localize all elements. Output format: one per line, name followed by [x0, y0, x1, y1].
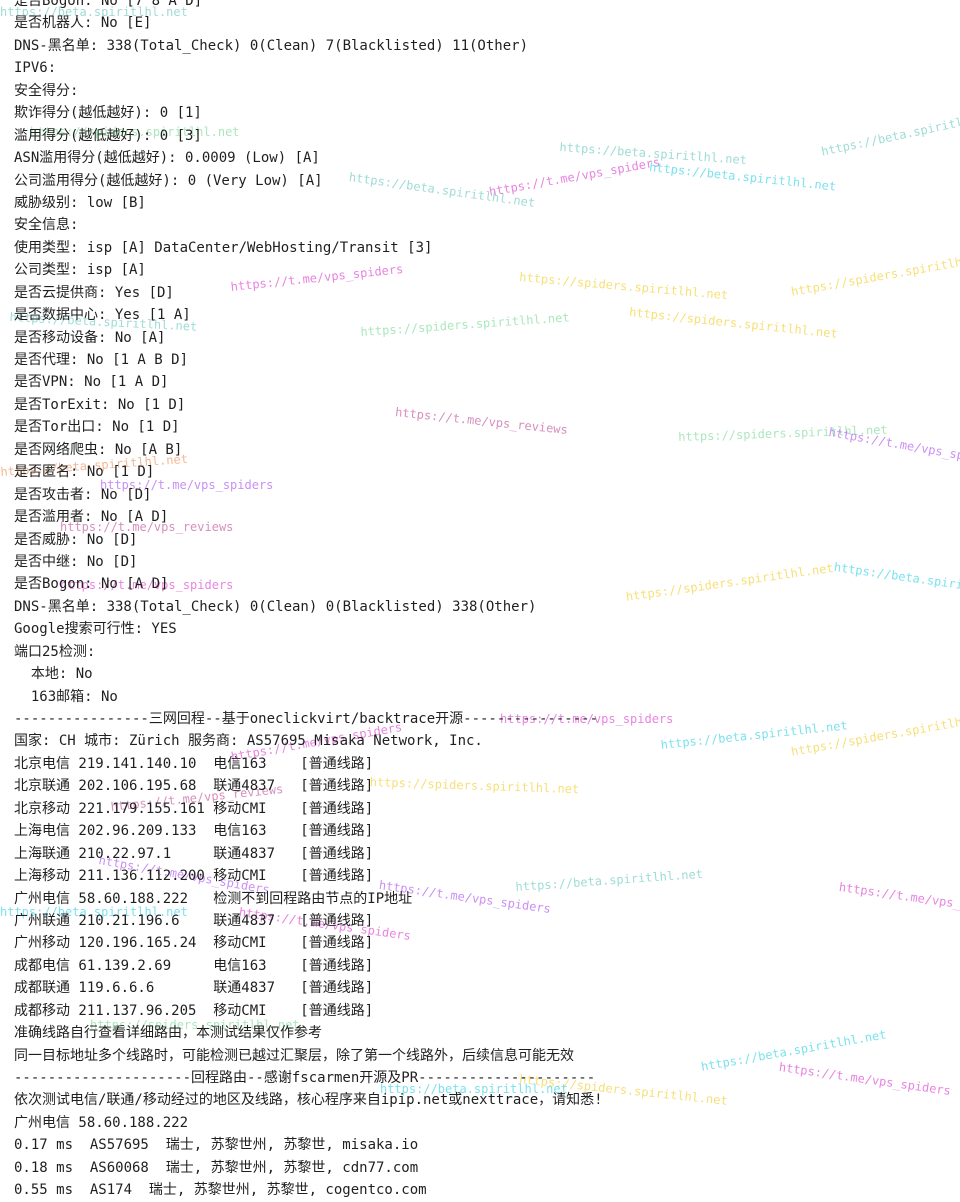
terminal-line: 广州电信 58.60.188.222 检测不到回程路由节点的IP地址	[14, 890, 413, 907]
terminal-line: 0.17 ms AS57695 瑞士, 苏黎世州, 苏黎世, misaka.io	[14, 1137, 419, 1154]
terminal-line: 是否数据中心: Yes [1 A]	[14, 307, 191, 324]
terminal-line: IPV6:	[14, 60, 57, 77]
terminal-line: DNS-黑名单: 338(Total_Check) 0(Clean) 0(Bla…	[14, 598, 537, 615]
terminal-line: 安全得分:	[14, 82, 79, 99]
terminal-line: DNS-黑名单: 338(Total_Check) 0(Clean) 7(Bla…	[14, 37, 529, 54]
terminal-line: 广州移动 120.196.165.24 移动CMI [普通线路]	[14, 935, 374, 952]
terminal-line: 北京电信 219.141.140.10 电信163 [普通线路]	[14, 755, 374, 772]
terminal-line: 是否中继: No [D]	[14, 553, 138, 570]
terminal-output[interactable]: 是否Bogon: No [7 8 A D] 是否机器人: No [E] DNS-黑名…	[14, 0, 954, 1202]
terminal-line: 是否VPN: No [1 A D]	[14, 374, 169, 391]
terminal-line: 是否网络爬虫: No [A B]	[14, 441, 183, 458]
terminal-line: 国家: CH 城市: Zürich 服务商: AS57695 Misaka Ne…	[14, 733, 483, 750]
terminal-line: 广州电信 58.60.188.222	[14, 1114, 189, 1131]
terminal-line: ----------------三网回程--基于oneclickvirt/bac…	[14, 711, 599, 727]
terminal-line: 成都移动 211.137.96.205 移动CMI [普通线路]	[14, 1002, 374, 1019]
terminal-line: 准确线路自行查看详细路由，本测试结果仅作参考	[14, 1025, 322, 1042]
terminal-line: 依次测试电信/联通/移动经过的地区及线路，核心程序来自ipip.net或next…	[14, 1092, 603, 1109]
terminal-line: 广州联通 210.21.196.6 联通4837 [普通线路]	[14, 912, 374, 929]
terminal-line: 欺诈得分(越低越好): 0 [1]	[14, 105, 202, 122]
terminal-line: 是否代理: No [1 A B D]	[14, 352, 189, 368]
terminal-line: ---------------------回程路由--感谢fscarmen开源及…	[14, 1070, 596, 1086]
terminal-line: Google搜索可行性: YES	[14, 621, 177, 638]
terminal-line: 成都联通 119.6.6.6 联通4837 [普通线路]	[14, 980, 374, 997]
terminal-line: 使用类型: isp [A] DataCenter/WebHosting/Tran…	[14, 239, 433, 256]
terminal-line: 上海电信 202.96.209.133 电信163 [普通线路]	[14, 823, 374, 840]
terminal-line: 是否威胁: No [D]	[14, 531, 138, 548]
terminal-line: 北京移动 221.179.155.161 移动CMI [普通线路]	[14, 800, 374, 817]
terminal-line: 上海联通 210.22.97.1 联通4837 [普通线路]	[14, 845, 374, 862]
terminal-line: 端口25检测:	[14, 643, 96, 660]
terminal-line: ASN滥用得分(越低越好): 0.0009 (Low) [A]	[14, 150, 320, 167]
terminal-line: 公司类型: isp [A]	[14, 262, 146, 279]
terminal-line: 是否Bogon: No [7 8 A D]	[14, 0, 203, 9]
terminal-line: 上海移动 211.136.112.200 移动CMI [普通线路]	[14, 868, 374, 885]
terminal-line: 是否匿名: No [1 D]	[14, 464, 155, 481]
terminal-line: 是否Bogon: No [A D]	[14, 576, 169, 593]
terminal-line: 是否机器人: No [E]	[14, 15, 152, 32]
terminal-line: 163邮箱: No	[14, 688, 118, 705]
terminal-line: 是否云提供商: Yes [D]	[14, 284, 174, 301]
terminal-line: 成都电信 61.139.2.69 电信163 [普通线路]	[14, 957, 374, 974]
terminal-line: 是否滥用者: No [A D]	[14, 509, 169, 526]
terminal-line: 是否Tor出口: No [1 D]	[14, 419, 180, 436]
terminal-line: 是否移动设备: No [A]	[14, 329, 166, 346]
terminal-line: 是否TorExit: No [1 D]	[14, 396, 186, 413]
terminal-line: 滥用得分(越低越好): 0 [3]	[14, 127, 202, 144]
terminal-line: 0.55 ms AS174 瑞士, 苏黎世州, 苏黎世, cogentco.co…	[14, 1182, 427, 1199]
terminal-line: 同一目标地址多个线路时，可能检测已越过汇聚层，除了第一个线路外，后续信息可能无效	[14, 1047, 574, 1064]
terminal-line: 安全信息:	[14, 217, 79, 234]
terminal-line: 0.18 ms AS60068 瑞士, 苏黎世州, 苏黎世, cdn77.com	[14, 1159, 419, 1176]
terminal-line: 本地: No	[14, 666, 93, 683]
terminal-line: 威胁级别: low [B]	[14, 194, 146, 211]
terminal-line: 是否攻击者: No [D]	[14, 486, 152, 503]
terminal-line: 公司滥用得分(越低越好): 0 (Very Low) [A]	[14, 172, 323, 189]
terminal-line: 北京联通 202.106.195.68 联通4837 [普通线路]	[14, 778, 374, 795]
